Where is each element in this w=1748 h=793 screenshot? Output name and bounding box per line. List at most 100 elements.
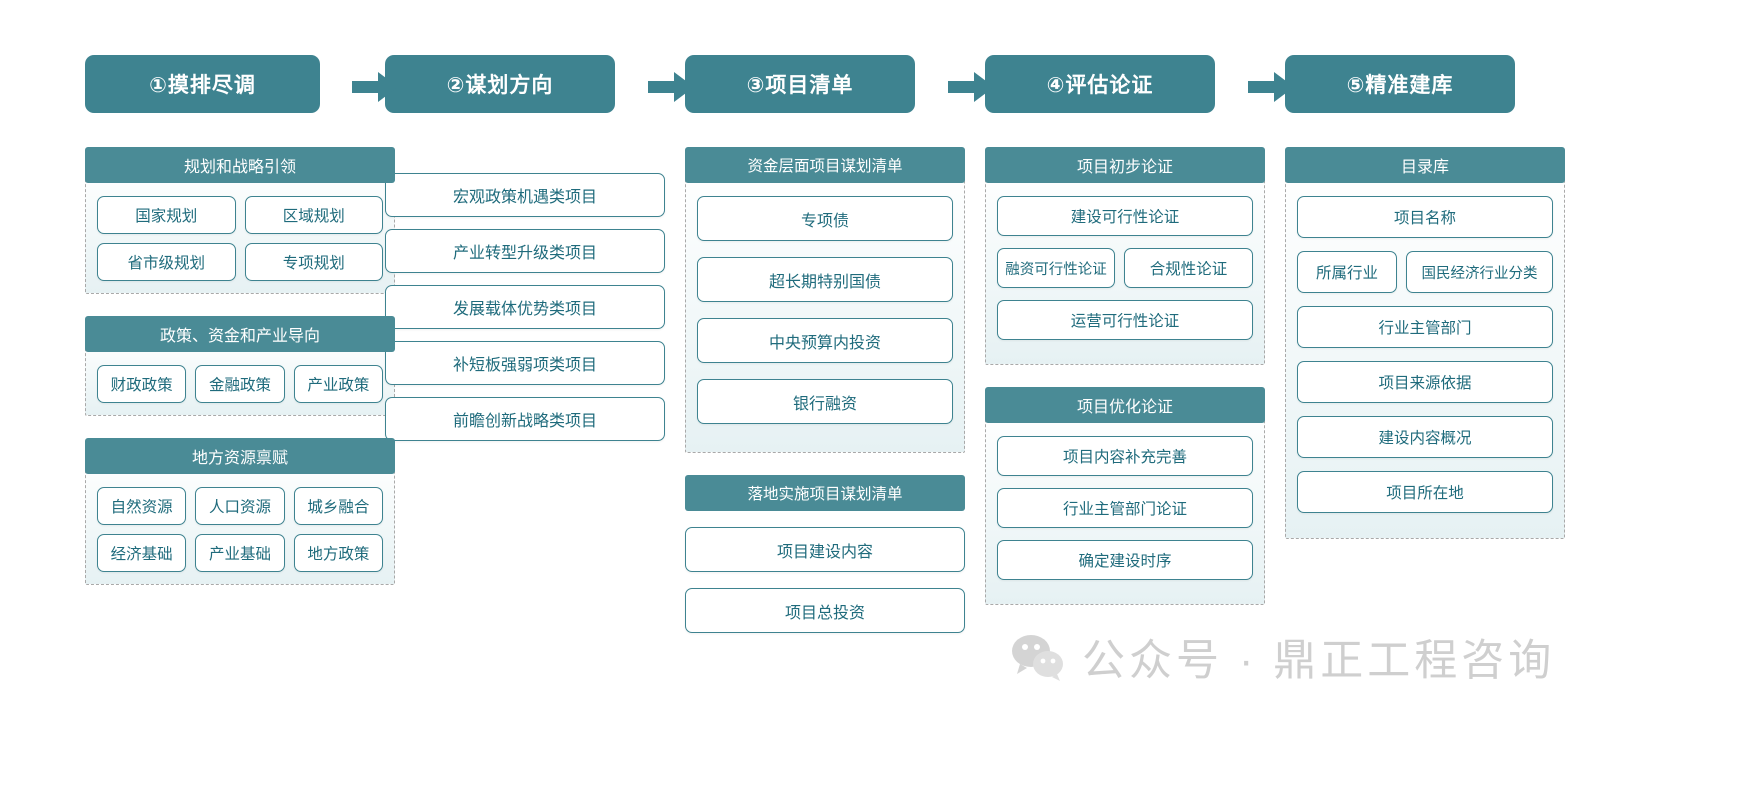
chip-row: 项目名称 <box>1297 196 1553 238</box>
chip-row: 产业转型升级类项目 <box>385 229 665 273</box>
chip-development-carrier-advantage-projects[interactable]: 发展载体优势类项目 <box>385 285 665 329</box>
chip-row: 项目所在地 <box>1297 471 1553 513</box>
stage-column-2: ②谋划方向 宏观政策机遇类项目 产业转型升级类项目 发展载体优势类项目 补短板强… <box>385 55 665 453</box>
chip-row: 所属行业 国民经济行业分类 <box>1297 251 1553 293</box>
chip-project-name[interactable]: 项目名称 <box>1297 196 1553 238</box>
chip-industry-affiliation[interactable]: 所属行业 <box>1297 251 1397 293</box>
chip-row: 财政政策 金融政策 产业政策 <box>97 365 383 403</box>
section-title-optimization-review: 项目优化论证 <box>985 387 1265 423</box>
chip-row: 国家规划 区域规划 <box>97 196 383 234</box>
chip-project-source-basis[interactable]: 项目来源依据 <box>1297 361 1553 403</box>
chip-industry-authority-department[interactable]: 行业主管部门 <box>1297 306 1553 348</box>
chip-row: 中央预算内投资 <box>697 318 953 363</box>
section-title-funding-level-list: 资金层面项目谋划清单 <box>685 147 965 183</box>
chip-weakness-improvement-projects[interactable]: 补短板强弱项类项目 <box>385 341 665 385</box>
chip-project-total-investment[interactable]: 项目总投资 <box>685 588 965 633</box>
wechat-icon <box>1010 633 1066 681</box>
section-body-optimization-review: 项目内容补充完善 行业主管部门论证 确定建设时序 <box>985 407 1265 605</box>
chip-row: 补短板强弱项类项目 <box>385 341 665 385</box>
chip-financing-feasibility-review[interactable]: 融资可行性论证 <box>997 248 1115 288</box>
section-catalog-library: 目录库 项目名称 所属行业 国民经济行业分类 行业主管部门 项目来源依据 建设内… <box>1285 147 1565 539</box>
chip-row: 建设内容概况 <box>1297 416 1553 458</box>
chip-national-plan[interactable]: 国家规划 <box>97 196 236 234</box>
chip-row: 经济基础 产业基础 地方政策 <box>97 534 383 572</box>
stage-header-4: ④评估论证 <box>985 55 1215 113</box>
chip-compliance-review[interactable]: 合规性论证 <box>1124 248 1253 288</box>
chip-industry-policy[interactable]: 产业政策 <box>293 365 383 403</box>
flow-arrow-icon <box>1248 72 1294 102</box>
chip-operation-feasibility-review[interactable]: 运营可行性论证 <box>997 300 1253 340</box>
chip-row: 行业主管部门论证 <box>997 488 1253 528</box>
chip-construction-feasibility-review[interactable]: 建设可行性论证 <box>997 196 1253 236</box>
chip-special-plan[interactable]: 专项规划 <box>244 243 383 281</box>
chip-row: 融资可行性论证 合规性论证 <box>997 248 1253 288</box>
section-title-policy-funding-industry: 政策、资金和产业导向 <box>85 316 395 352</box>
chip-urban-rural-integration[interactable]: 城乡融合 <box>293 487 383 525</box>
chip-fiscal-policy[interactable]: 财政政策 <box>97 365 187 403</box>
chip-row: 项目来源依据 <box>1297 361 1553 403</box>
stage-column-5: ⑤精准建库 目录库 项目名称 所属行业 国民经济行业分类 行业主管部门 项目来源… <box>1285 55 1565 561</box>
chip-industrial-base[interactable]: 产业基础 <box>195 534 285 572</box>
chip-row: 超长期特别国债 <box>697 257 953 302</box>
chip-row: 专项债 <box>697 196 953 241</box>
chip-row: 项目内容补充完善 <box>997 436 1253 476</box>
chip-bank-financing[interactable]: 银行融资 <box>697 379 953 424</box>
chip-financial-policy[interactable]: 金融政策 <box>195 365 285 403</box>
section-body-implementation-list: 项目建设内容 项目总投资 <box>685 511 965 633</box>
section-preliminary-review: 项目初步论证 建设可行性论证 融资可行性论证 合规性论证 运营可行性论证 <box>985 147 1265 365</box>
watermark: 公众号 · 鼎正工程咨询 <box>1010 626 1555 688</box>
section-optimization-review: 项目优化论证 项目内容补充完善 行业主管部门论证 确定建设时序 <box>985 387 1265 605</box>
section-body-local-resources: 自然资源 人口资源 城乡融合 经济基础 产业基础 地方政策 <box>85 458 395 585</box>
section-planning-strategy: 规划和战略引领 国家规划 区域规划 省市级规划 专项规划 <box>85 147 395 294</box>
section-body-funding-level-list: 专项债 超长期特别国债 中央预算内投资 银行融资 <box>685 167 965 453</box>
section-local-resources: 地方资源禀赋 自然资源 人口资源 城乡融合 经济基础 产业基础 地方政策 <box>85 438 395 585</box>
chip-population-resources[interactable]: 人口资源 <box>195 487 285 525</box>
chip-project-content-improvement[interactable]: 项目内容补充完善 <box>997 436 1253 476</box>
chip-row: 建设可行性论证 <box>997 196 1253 236</box>
chip-local-policy[interactable]: 地方政策 <box>293 534 383 572</box>
chip-row: 宏观政策机遇类项目 <box>385 173 665 217</box>
chip-row: 运营可行性论证 <box>997 300 1253 340</box>
flow-arrow-icon <box>948 72 994 102</box>
section-body-planning-strategy: 国家规划 区域规划 省市级规划 专项规划 <box>85 167 395 294</box>
chip-construction-schedule-determination[interactable]: 确定建设时序 <box>997 540 1253 580</box>
chip-regional-plan[interactable]: 区域规划 <box>244 196 383 234</box>
stage-header-2: ②谋划方向 <box>385 55 615 113</box>
chip-row: 省市级规划 专项规划 <box>97 243 383 281</box>
chip-industry-authority-review[interactable]: 行业主管部门论证 <box>997 488 1253 528</box>
section-funding-level-list: 资金层面项目谋划清单 专项债 超长期特别国债 中央预算内投资 银行融资 <box>685 147 965 453</box>
section-title-planning-strategy: 规划和战略引领 <box>85 147 395 183</box>
flow-arrow-icon <box>648 72 694 102</box>
chip-row: 确定建设时序 <box>997 540 1253 580</box>
chip-row: 前瞻创新战略类项目 <box>385 397 665 441</box>
chip-natural-resources[interactable]: 自然资源 <box>97 487 187 525</box>
section-body-catalog-library: 项目名称 所属行业 国民经济行业分类 行业主管部门 项目来源依据 建设内容概况 … <box>1285 167 1565 539</box>
stage-column-3: ③项目清单 资金层面项目谋划清单 专项债 超长期特别国债 中央预算内投资 银行融… <box>685 55 965 655</box>
chip-provincial-city-plan[interactable]: 省市级规划 <box>97 243 236 281</box>
chip-macro-policy-opportunity-projects[interactable]: 宏观政策机遇类项目 <box>385 173 665 217</box>
chip-ultra-long-special-treasury-bond[interactable]: 超长期特别国债 <box>697 257 953 302</box>
stage-header-5: ⑤精准建库 <box>1285 55 1515 113</box>
chip-economic-base[interactable]: 经济基础 <box>97 534 187 572</box>
stage-column-4: ④评估论证 项目初步论证 建设可行性论证 融资可行性论证 合规性论证 运营可行性… <box>985 55 1265 627</box>
stage-column-1: ①摸排尽调 规划和战略引领 国家规划 区域规划 省市级规划 专项规划 政策、资金… <box>85 55 395 607</box>
chip-industrial-upgrade-projects[interactable]: 产业转型升级类项目 <box>385 229 665 273</box>
chip-construction-content-overview[interactable]: 建设内容概况 <box>1297 416 1553 458</box>
chip-project-construction-content[interactable]: 项目建设内容 <box>685 527 965 572</box>
section-title-preliminary-review: 项目初步论证 <box>985 147 1265 183</box>
chip-central-budget-investment[interactable]: 中央预算内投资 <box>697 318 953 363</box>
chip-forward-innovation-strategy-projects[interactable]: 前瞻创新战略类项目 <box>385 397 665 441</box>
chip-project-location[interactable]: 项目所在地 <box>1297 471 1553 513</box>
chip-row: 自然资源 人口资源 城乡融合 <box>97 487 383 525</box>
section-policy-funding-industry: 政策、资金和产业导向 财政政策 金融政策 产业政策 <box>85 316 395 416</box>
chip-national-economy-industry-classification[interactable]: 国民经济行业分类 <box>1406 251 1553 293</box>
flow-arrow-icon <box>352 72 398 102</box>
stage-header-1: ①摸排尽调 <box>85 55 320 113</box>
section-body-preliminary-review: 建设可行性论证 融资可行性论证 合规性论证 运营可行性论证 <box>985 167 1265 365</box>
chip-row: 行业主管部门 <box>1297 306 1553 348</box>
section-implementation-list: 落地实施项目谋划清单 项目建设内容 项目总投资 <box>685 475 965 633</box>
section-direction-list: 宏观政策机遇类项目 产业转型升级类项目 发展载体优势类项目 补短板强弱项类项目 … <box>385 173 665 441</box>
stage-header-3: ③项目清单 <box>685 55 915 113</box>
chip-special-bond[interactable]: 专项债 <box>697 196 953 241</box>
